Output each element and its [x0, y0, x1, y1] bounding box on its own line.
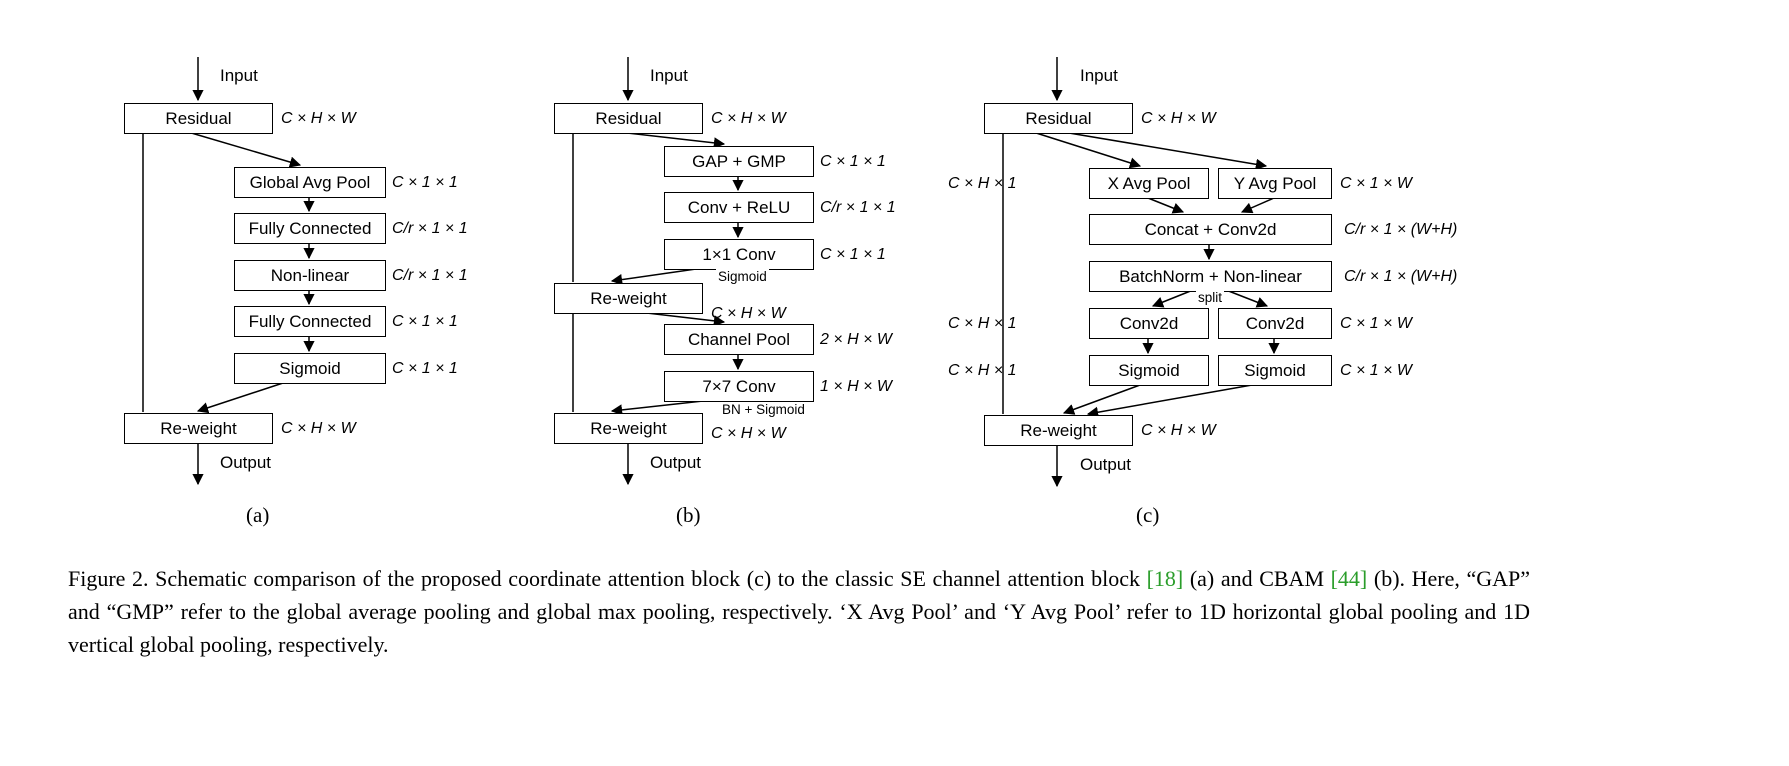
panel-b-output-label: Output	[650, 453, 702, 472]
panel-b-1x1-conv-box: 1×1 Conv	[664, 239, 814, 270]
panel-a-sigmoid-dim: C × 1 × 1	[392, 360, 458, 377]
panel-a-tag: (a)	[246, 503, 270, 527]
citation-18-link[interactable]: [18]	[1146, 566, 1184, 591]
caption-text-1: Figure 2. Schematic comparison of the pr…	[68, 566, 1147, 591]
panel-b-7x7-conv-box: 7×7 Conv	[664, 371, 814, 402]
panel-c-batchnorm-nonlinear-box: BatchNorm + Non-linear	[1089, 261, 1332, 292]
panel-a-reweight-dim: C × H × W	[281, 420, 356, 437]
panel-b-tag: (b)	[676, 503, 701, 527]
panel-a-residual-dim: C × H × W	[281, 110, 356, 127]
panel-c-conv2d-left-box: Conv2d	[1089, 308, 1209, 339]
panel-a-fully-connected-1-box: Fully Connected	[234, 213, 386, 244]
panel-b-conv-relu-box: Conv + ReLU	[664, 192, 814, 223]
panel-c-y-avg-pool-box: Y Avg Pool	[1218, 168, 1332, 199]
panel-a-sigmoid-box: Sigmoid	[234, 353, 386, 384]
panel-a-global-avg-pool-box: Global Avg Pool	[234, 167, 386, 198]
panel-b-sigmoid-note: Sigmoid	[716, 269, 769, 284]
panel-c-input-label: Input	[1080, 66, 1118, 85]
panel-c-conv2d-left-dim: C × H × 1	[948, 315, 1017, 332]
panel-c-batchnorm-nonlinear-dim: C/r × 1 × (W+H)	[1344, 268, 1458, 285]
panel-c-sigmoid-left-box: Sigmoid	[1089, 355, 1209, 386]
panel-b-reweight-2-box: Re-weight	[554, 413, 703, 444]
panel-a-non-linear-box: Non-linear	[234, 260, 386, 291]
panel-a-fully-connected-1-dim: C/r × 1 × 1	[392, 220, 468, 237]
caption-text-3: (b). Here, “GAP” and “GMP” refer to the …	[68, 566, 1531, 657]
diagram-arrows-layer	[142, 57, 1280, 488]
panel-a-input-label: Input	[220, 66, 258, 85]
panel-c-output-label: Output	[1080, 455, 1132, 474]
panel-c-y-avg-pool-dim: C × 1 × W	[1340, 175, 1413, 192]
panel-c-concat-conv2d-dim: C/r × 1 × (W+H)	[1344, 221, 1458, 238]
panel-b-reweight-2-dim: C × H × W	[711, 425, 786, 442]
panel-c-tag: (c)	[1136, 503, 1160, 527]
panel-a-fully-connected-2-box: Fully Connected	[234, 306, 386, 337]
panel-c-sigmoid-right-box: Sigmoid	[1218, 355, 1332, 386]
panel-a-reweight-box: Re-weight	[124, 413, 273, 444]
panel-a-output-label: Output	[220, 453, 272, 472]
figure-caption: Figure 2. Schematic comparison of the pr…	[68, 562, 1530, 661]
panel-c-reweight-dim: C × H × W	[1141, 422, 1216, 439]
panel-b-channel-pool-dim: 2 × H × W	[820, 331, 893, 348]
panel-b-1x1-conv-dim: C × 1 × 1	[820, 246, 886, 263]
panel-c-residual-box: Residual	[984, 103, 1133, 134]
panel-a-non-linear-dim: C/r × 1 × 1	[392, 267, 468, 284]
panel-b-gap-gmp-box: GAP + GMP	[664, 146, 814, 177]
panel-c-x-avg-pool-box: X Avg Pool	[1089, 168, 1209, 199]
panel-c-residual-dim: C × H × W	[1141, 110, 1216, 127]
panel-c-split-note: split	[1196, 290, 1225, 305]
panel-b-reweight-1-dim: C × H × W	[711, 305, 786, 322]
panel-c-reweight-box: Re-weight	[984, 415, 1133, 446]
panel-c-sigmoid-left-dim: C × H × 1	[948, 362, 1017, 379]
panel-b-reweight-1-box: Re-weight	[554, 283, 703, 314]
panel-b-7x7-conv-dim: 1 × H × W	[820, 378, 893, 395]
panel-b-input-label: Input	[650, 66, 688, 85]
panel-a-fully-connected-2-dim: C × 1 × 1	[392, 313, 458, 330]
panel-c-conv2d-right-dim: C × 1 × W	[1340, 315, 1413, 332]
panel-c-x-avg-pool-dim: C × H × 1	[948, 175, 1017, 192]
panel-b-conv-relu-dim: C/r × 1 × 1	[820, 199, 896, 216]
caption-text-2: (a) and CBAM	[1183, 566, 1331, 591]
citation-44-link[interactable]: [44]	[1330, 566, 1368, 591]
panel-b-gap-gmp-dim: C × 1 × 1	[820, 153, 886, 170]
panel-a-global-avg-pool-dim: C × 1 × 1	[392, 174, 458, 191]
panel-c-sigmoid-right-dim: C × 1 × W	[1340, 362, 1413, 379]
panel-c-concat-conv2d-box: Concat + Conv2d	[1089, 214, 1332, 245]
panel-b-residual-dim: C × H × W	[711, 110, 786, 127]
panel-a-residual-box: Residual	[124, 103, 273, 134]
panel-c-conv2d-right-box: Conv2d	[1218, 308, 1332, 339]
panel-b-bn-sigmoid-note: BN + Sigmoid	[720, 402, 807, 417]
panel-b-residual-box: Residual	[554, 103, 703, 134]
panel-b-channel-pool-box: Channel Pool	[664, 324, 814, 355]
